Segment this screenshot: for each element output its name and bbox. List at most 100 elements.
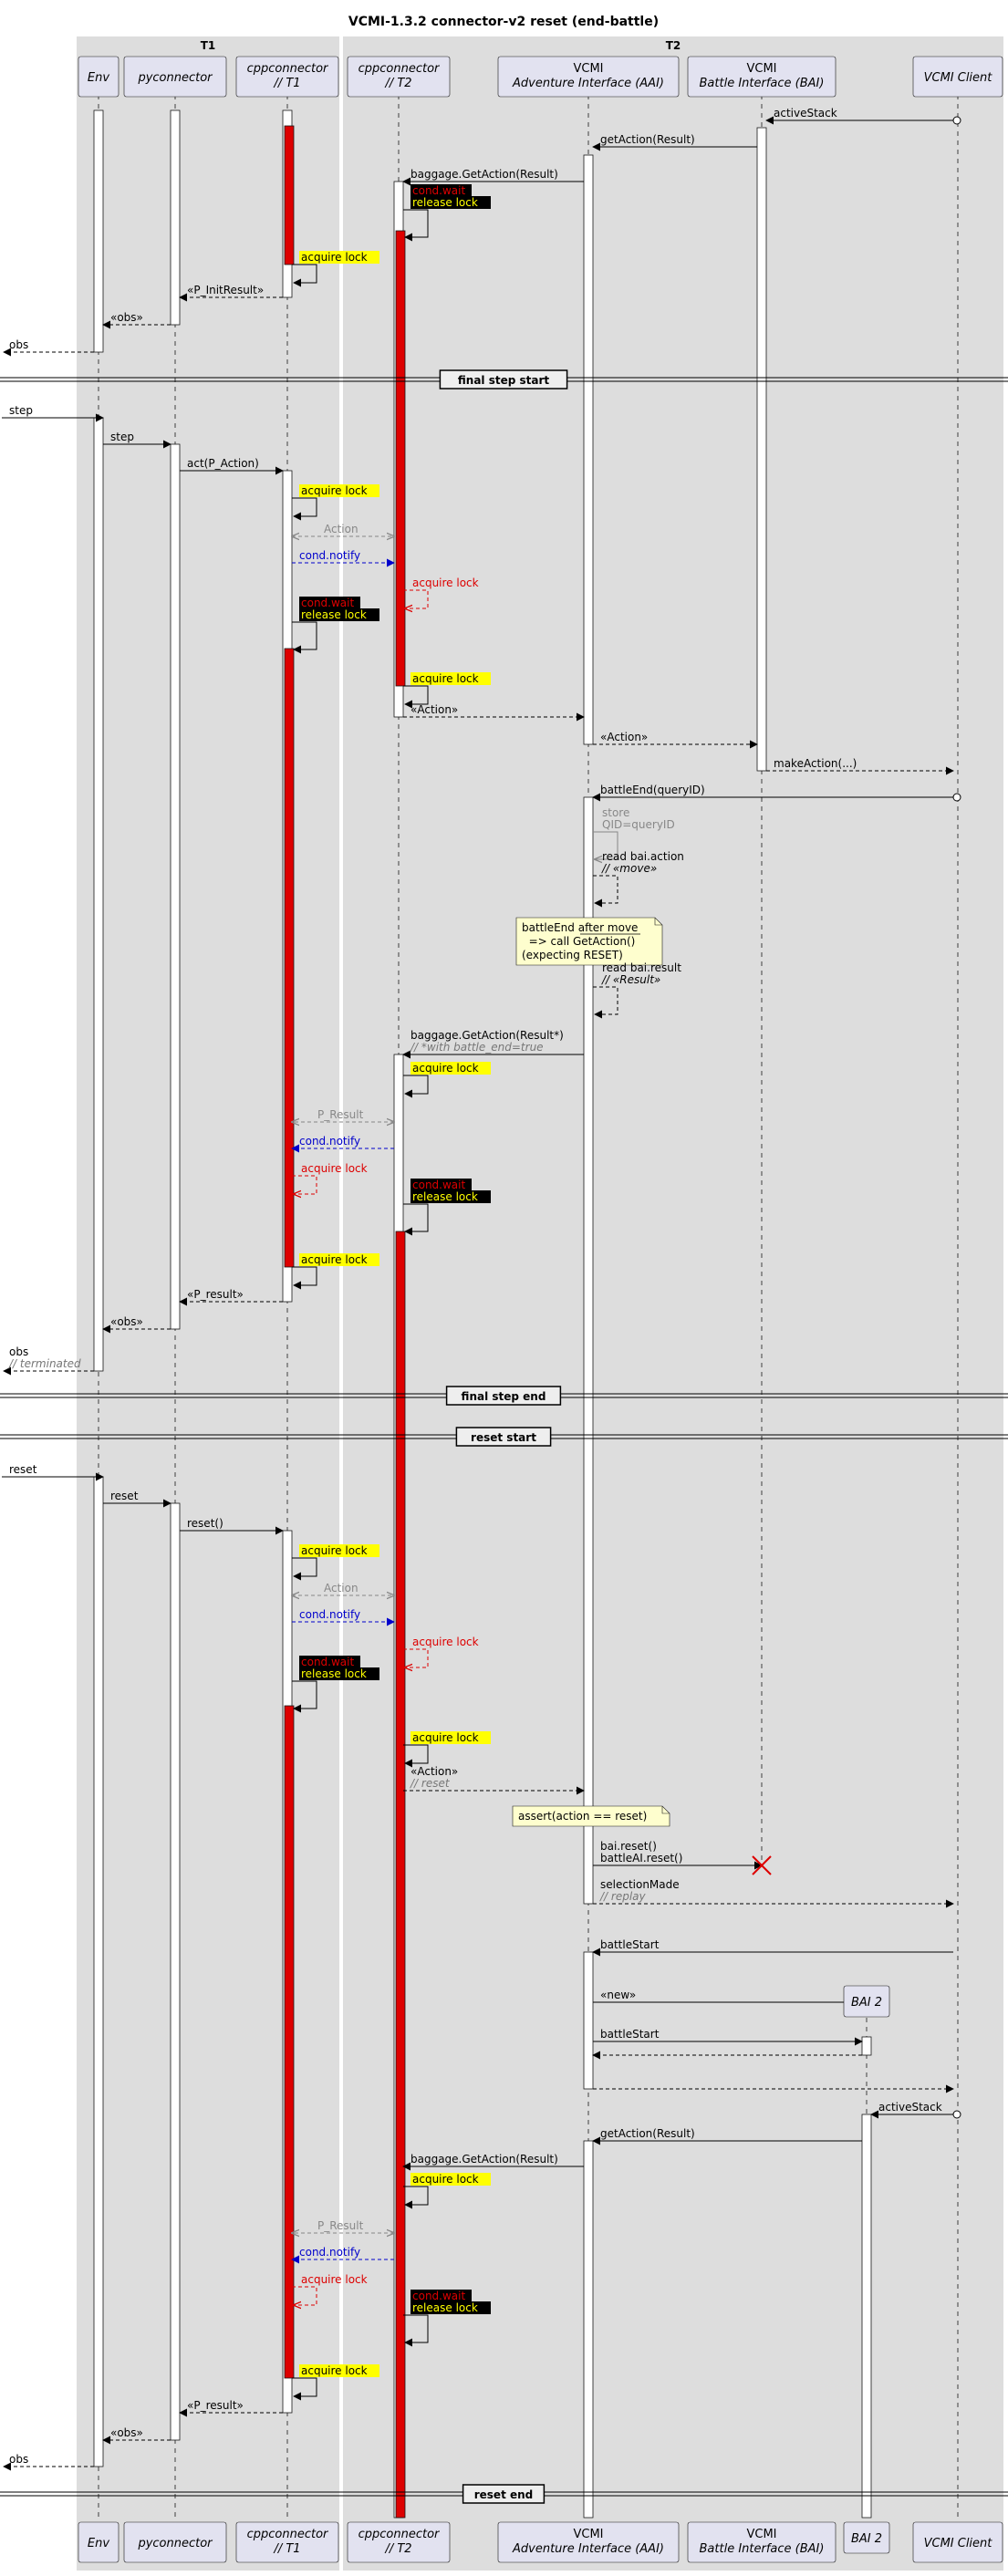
participant-name: VCMI Client bbox=[924, 71, 993, 85]
participant-box bbox=[78, 2521, 120, 2563]
thread-box-t1 bbox=[77, 36, 339, 2571]
participant-py-head: pyconnector bbox=[123, 56, 227, 98]
participant-name: Env bbox=[88, 71, 109, 85]
participant-name: cppconnector bbox=[247, 2528, 329, 2541]
message-label: acquire lock bbox=[301, 484, 368, 497]
label-highlight bbox=[299, 1656, 360, 1668]
self-message-arrow bbox=[292, 2286, 317, 2305]
message: cond.notify bbox=[291, 1135, 394, 1153]
message-label: «P_InitResult» bbox=[187, 284, 264, 296]
note-fold bbox=[654, 918, 662, 926]
message: selectionMade// replay bbox=[593, 1878, 954, 1908]
message-label: acquire lock bbox=[301, 2364, 368, 2377]
participant-subtitle: // T2 bbox=[384, 77, 411, 90]
message: getAction(Result) bbox=[592, 133, 757, 151]
message: acquire lock bbox=[292, 1253, 379, 1290]
activation-bar bbox=[583, 2140, 594, 2519]
message-label: «P_result» bbox=[187, 1288, 244, 1301]
participant-box bbox=[78, 56, 120, 98]
message: baggage.GetAction(Result*)// *with battl… bbox=[402, 1029, 584, 1059]
message-label: P_Result bbox=[317, 1108, 364, 1121]
participant-box bbox=[235, 2521, 339, 2563]
message: «obs» bbox=[102, 311, 171, 329]
note: battleEnd after move => call GetAction()… bbox=[515, 917, 663, 966]
participant-box bbox=[497, 2521, 680, 2563]
divider: final step start bbox=[0, 369, 1008, 390]
participant-env-head: Env bbox=[78, 56, 120, 98]
message-label: activeStack bbox=[878, 2101, 942, 2114]
message: acquire lock bbox=[292, 2364, 379, 2401]
note-fold bbox=[661, 1806, 670, 1814]
message: battleEnd(queryID) bbox=[592, 784, 961, 802]
participant-subtitle: Adventure Interface (AAI) bbox=[512, 77, 664, 90]
message: acquire lock bbox=[292, 1544, 379, 1581]
message-label: acquire lock bbox=[412, 2173, 479, 2186]
participant-name: VCMI bbox=[573, 62, 603, 76]
label-highlight bbox=[410, 672, 491, 685]
participant-box bbox=[843, 1985, 890, 2018]
message-label: reset bbox=[110, 1490, 139, 1502]
message: activeStack bbox=[765, 107, 961, 125]
message-label: makeAction(...) bbox=[774, 757, 857, 770]
activation-bar bbox=[170, 109, 181, 326]
message-label: release lock bbox=[412, 196, 478, 209]
message-label: cond.notify bbox=[299, 1135, 360, 1148]
participant-bai2-foot: BAI 2 bbox=[843, 2521, 890, 2554]
participant-subtitle: // T1 bbox=[273, 77, 300, 90]
message-label: activeStack bbox=[774, 107, 837, 119]
divider-box bbox=[455, 1427, 552, 1447]
label-highlight bbox=[299, 608, 379, 621]
note: assert(action == reset) bbox=[512, 1805, 670, 1827]
message-label: «new» bbox=[600, 1989, 636, 2001]
message: acquire lock bbox=[292, 2273, 368, 2305]
participant-box bbox=[347, 2521, 451, 2563]
message-label: release lock bbox=[301, 1667, 367, 1680]
participant-name: BAI 2 bbox=[851, 1996, 882, 2010]
message-label: getAction(Result) bbox=[600, 133, 695, 146]
label-highlight bbox=[410, 2301, 491, 2314]
label-highlight bbox=[410, 1190, 491, 1203]
activation-bar bbox=[284, 648, 295, 1268]
self-message-arrow bbox=[593, 986, 618, 1019]
message: read bai.result// «Result» bbox=[593, 961, 681, 1019]
message: read bai.action// «move» bbox=[593, 850, 684, 908]
thread-box-t2 bbox=[343, 36, 1003, 2571]
message-label: QID=queryID bbox=[602, 818, 675, 831]
note-text: assert(action == reset) bbox=[518, 1810, 647, 1823]
participant-name: Env bbox=[88, 2537, 109, 2550]
message-label: step bbox=[110, 431, 134, 443]
divider-label: reset end bbox=[474, 2488, 534, 2501]
message: «Action»// reset bbox=[403, 1765, 585, 1795]
activation-bar bbox=[861, 2036, 872, 2056]
participant-name: pyconnector bbox=[137, 2537, 213, 2550]
message: «obs» bbox=[102, 1315, 171, 1334]
message: baggage.GetAction(Result) bbox=[402, 168, 584, 186]
participant-box bbox=[347, 56, 451, 98]
activation-bar bbox=[93, 1476, 104, 2467]
self-message-arrow bbox=[292, 2377, 317, 2401]
self-message-arrow bbox=[403, 1075, 429, 1098]
message-label: // reset bbox=[410, 1777, 451, 1790]
participant-box bbox=[912, 2521, 1003, 2563]
participant-box bbox=[687, 2521, 837, 2563]
divider-box bbox=[439, 369, 568, 390]
message-label: acquire lock bbox=[301, 2273, 368, 2286]
message-label: «obs» bbox=[110, 1315, 143, 1328]
participant-subtitle: Battle Interface (BAI) bbox=[700, 77, 825, 90]
participant-env-foot: Env bbox=[78, 2521, 120, 2563]
message-label: cond.wait bbox=[412, 2290, 465, 2302]
message: acquire lock bbox=[403, 1731, 491, 1768]
label-highlight bbox=[410, 2173, 491, 2186]
label-highlight bbox=[410, 196, 491, 209]
message-label: acquire lock bbox=[412, 1636, 479, 1648]
message: act(P_Action) bbox=[180, 457, 284, 475]
participant-c1-head: cppconnector// T1 bbox=[235, 56, 339, 98]
divider-label: final step end bbox=[462, 1390, 546, 1403]
message: acquire lock bbox=[403, 576, 479, 608]
divider-box bbox=[445, 1386, 562, 1406]
participant-box bbox=[123, 56, 227, 98]
message-label: read bai.action bbox=[602, 850, 684, 863]
activation-bar bbox=[170, 443, 181, 1330]
